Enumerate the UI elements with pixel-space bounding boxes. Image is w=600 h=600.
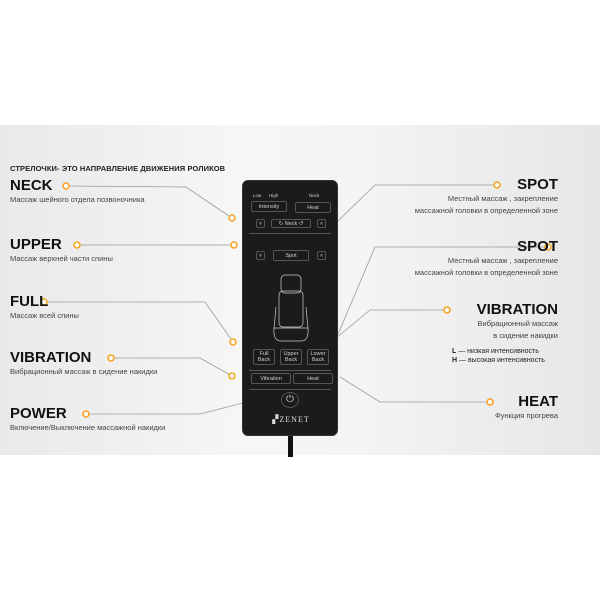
desc: Местный массаж , закрепление <box>447 256 558 265</box>
title: VIBRATION <box>10 349 92 366</box>
level-text: — низкая интенсивность <box>458 348 539 355</box>
seat-icon <box>273 274 309 342</box>
divider <box>249 233 331 234</box>
title: POWER <box>10 405 67 422</box>
desc: Местный массаж , закрепление <box>447 194 558 203</box>
heat-button[interactable]: Heat <box>293 373 333 384</box>
high-indicator: High <box>269 193 279 198</box>
desc: в сидение накидки <box>493 331 558 340</box>
level-key: H <box>452 357 458 364</box>
rotate-icon: ↻ <box>278 220 285 227</box>
remote-cord <box>288 435 293 457</box>
brand-name: ZENET <box>279 415 310 424</box>
spot-button[interactable]: Spot <box>273 250 309 261</box>
neck-button[interactable]: ↻ Neck ↺ <box>271 219 311 228</box>
neck-up-button[interactable]: ˄ <box>317 219 326 228</box>
desc: Массаж всей спины <box>10 311 79 320</box>
desc: Вибрационный массаж в сидение накидки <box>10 367 158 376</box>
desc: Вибрационный массаж <box>477 319 558 328</box>
level-text: — высокая интенсивность <box>459 357 545 364</box>
desc: Массаж шейного отдела позвоночника <box>10 195 145 204</box>
header-note: СТРЕЛОЧКИ- ЭТО НАПРАВЛЕНИЕ ДВИЖЕНИЯ РОЛИ… <box>10 164 226 173</box>
divider <box>249 389 331 390</box>
neck-label: Neck <box>284 220 298 227</box>
desc: Включение/Выключение массажной накидки <box>10 423 166 432</box>
lower-back-button[interactable]: Lower Back <box>307 349 329 365</box>
intensity-legend: L — низкая интенсивность H — высокая инт… <box>452 347 545 365</box>
neck-indicator: Neck <box>309 193 320 198</box>
spot-down-button[interactable]: ˅ <box>256 251 265 260</box>
level-key: L <box>452 348 457 355</box>
title: SPOT <box>517 176 558 193</box>
title: VIBRATION <box>476 301 558 318</box>
desc: Функция прогрева <box>494 411 558 420</box>
vibration-button[interactable]: Vibration <box>251 373 291 384</box>
brand-logo: ▞ZENET <box>272 415 310 424</box>
rotate-icon: ↺ <box>297 220 304 227</box>
title: NECK <box>10 177 53 194</box>
full-back-button[interactable]: Full Back <box>253 349 275 365</box>
desc: массажной головки в определенной зоне <box>414 206 558 215</box>
intensity-button[interactable]: Intensity <box>251 201 287 212</box>
divider <box>249 370 331 371</box>
remote-control: Low High Neck Intensity Heat ˅ ↻ Neck ↺ … <box>242 180 338 436</box>
heat-neck-button[interactable]: Heat <box>295 202 331 213</box>
title: FULL <box>10 293 49 310</box>
upper-back-button[interactable]: Upper Back <box>280 349 302 365</box>
low-indicator: Low <box>253 193 262 198</box>
desc: массажной головки в определенной зоне <box>414 268 558 277</box>
title: HEAT <box>518 393 558 410</box>
power-button[interactable]: ⏻ <box>281 392 299 408</box>
title: UPPER <box>10 236 62 253</box>
desc: Массаж верхней части спины <box>10 254 113 263</box>
spot-up-button[interactable]: ˄ <box>317 251 326 260</box>
title: SPOT <box>517 238 558 255</box>
power-icon: ⏻ <box>286 394 294 405</box>
neck-down-button[interactable]: ˅ <box>256 219 265 228</box>
